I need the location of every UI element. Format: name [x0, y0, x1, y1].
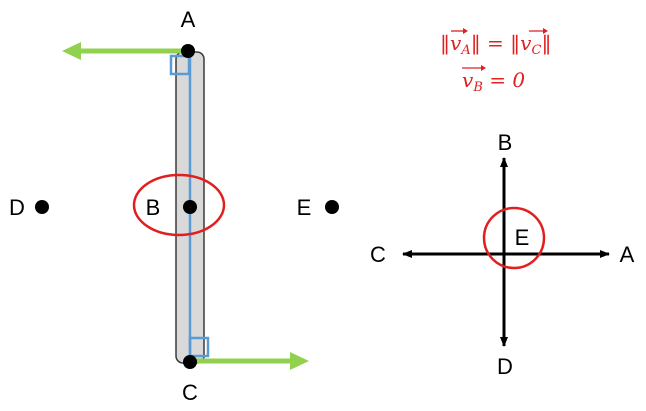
- label-e: E: [297, 195, 312, 220]
- point-a-dot: [181, 44, 195, 58]
- equation-speeds-equal: ‖vA‖ = ‖vC‖: [440, 28, 551, 58]
- label-d: D: [9, 195, 25, 220]
- point-c-dot: [183, 355, 197, 369]
- point-d-dot: [35, 200, 49, 214]
- direction-axes: B D C A E: [370, 130, 635, 379]
- highlight-circle-b: [132, 173, 226, 237]
- svg-text:vB = 0: vB = 0: [462, 68, 525, 95]
- axis-label-down: D: [497, 354, 513, 379]
- axis-label-up: B: [498, 130, 513, 155]
- point-b-dot: [183, 200, 197, 214]
- equation-velocity-b-zero: vB = 0: [462, 65, 525, 95]
- axis-label-center: E: [515, 225, 530, 250]
- right-angle-marker-bottom: [188, 336, 210, 358]
- velocity-arrow-a: [62, 42, 188, 60]
- svg-text:‖vA‖ = ‖vC‖: ‖vA‖ = ‖vC‖: [440, 31, 551, 58]
- label-a: A: [181, 7, 196, 32]
- velocity-arrow-c: [190, 352, 309, 370]
- highlight-circle-e: [482, 206, 546, 270]
- axis-label-left: C: [370, 242, 386, 267]
- axis-label-right: A: [620, 242, 635, 267]
- label-b: B: [146, 195, 161, 220]
- label-c: C: [182, 380, 198, 405]
- right-angle-marker-top: [169, 54, 191, 76]
- point-e-dot: [325, 200, 339, 214]
